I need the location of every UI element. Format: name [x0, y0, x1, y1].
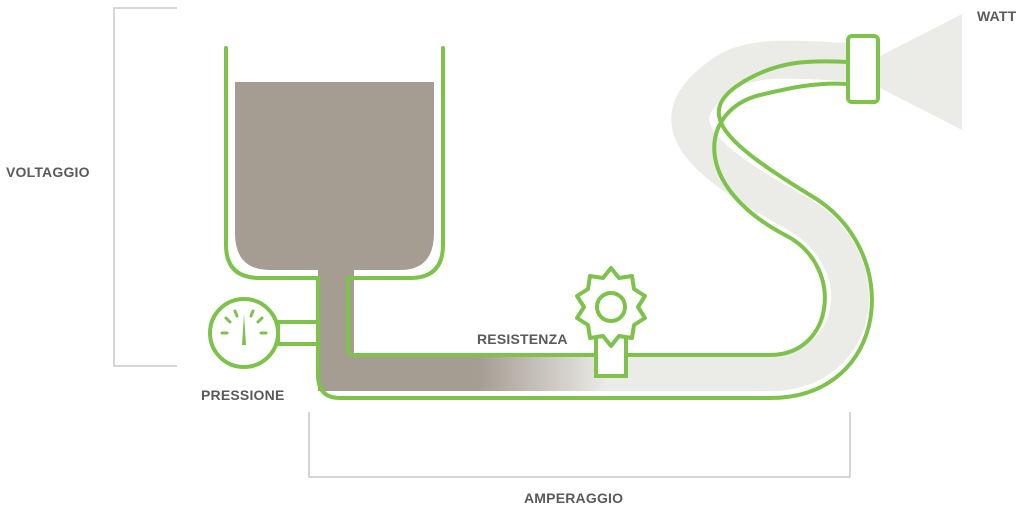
pressure-gauge-icon — [208, 297, 320, 369]
voltage-label: VOLTAGGIO — [6, 164, 90, 180]
voltage-bracket — [113, 7, 177, 367]
pressure-label: PRESSIONE — [201, 387, 285, 403]
nozzle-cone-icon — [846, 14, 962, 130]
resistance-label: RESISTENZA — [477, 331, 568, 347]
water-flow — [318, 355, 608, 391]
amperage-bracket — [308, 412, 851, 478]
valve-gear-icon — [575, 266, 647, 378]
tank-water — [235, 82, 434, 270]
pipe-light-body — [355, 40, 870, 391]
tank-outline-right — [346, 46, 850, 357]
watt-label: WATT — [977, 8, 1017, 24]
amperage-label: AMPERAGGIO — [524, 490, 624, 506]
